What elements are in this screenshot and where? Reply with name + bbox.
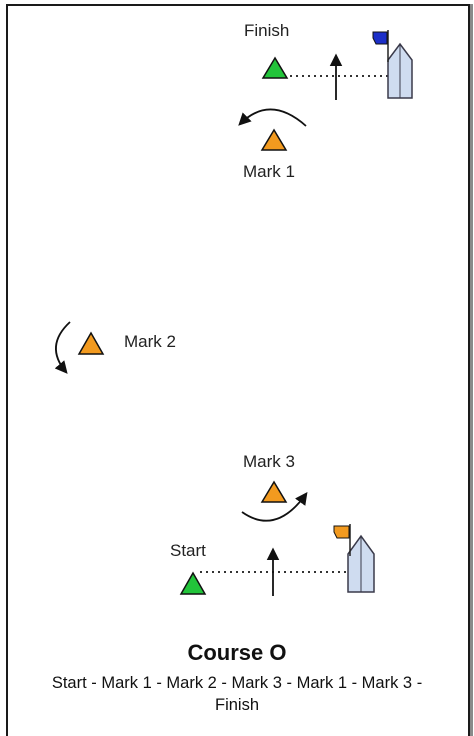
blue-flag-icon [372, 30, 389, 62]
mark3-label: Mark 3 [243, 452, 295, 471]
course-sequence: Start - Mark 1 - Mark 2 - Mark 3 - Mark … [51, 674, 423, 714]
mark2-rounding-arrow-icon [54, 321, 71, 374]
mark1-triangle-icon [260, 128, 288, 151]
start-pin-icon [179, 571, 207, 595]
finish-committee-boat-icon [387, 42, 413, 99]
finish-pin-icon [261, 56, 289, 79]
diagram-frame [6, 4, 470, 736]
finish-label: Finish [244, 21, 290, 40]
start-committee-boat-icon [347, 534, 375, 593]
mark2-label: Mark 2 [124, 332, 176, 351]
mark3-triangle-icon [260, 480, 288, 503]
mark1-rounding-arrow-icon [238, 108, 307, 127]
start-label: Start [170, 541, 206, 560]
course-title: Course O [187, 640, 287, 665]
mark3-rounding-arrow-icon [241, 491, 308, 522]
mark2-triangle-icon [77, 331, 105, 355]
mark1-label: Mark 1 [243, 162, 295, 181]
orange-flag-icon [333, 524, 351, 556]
